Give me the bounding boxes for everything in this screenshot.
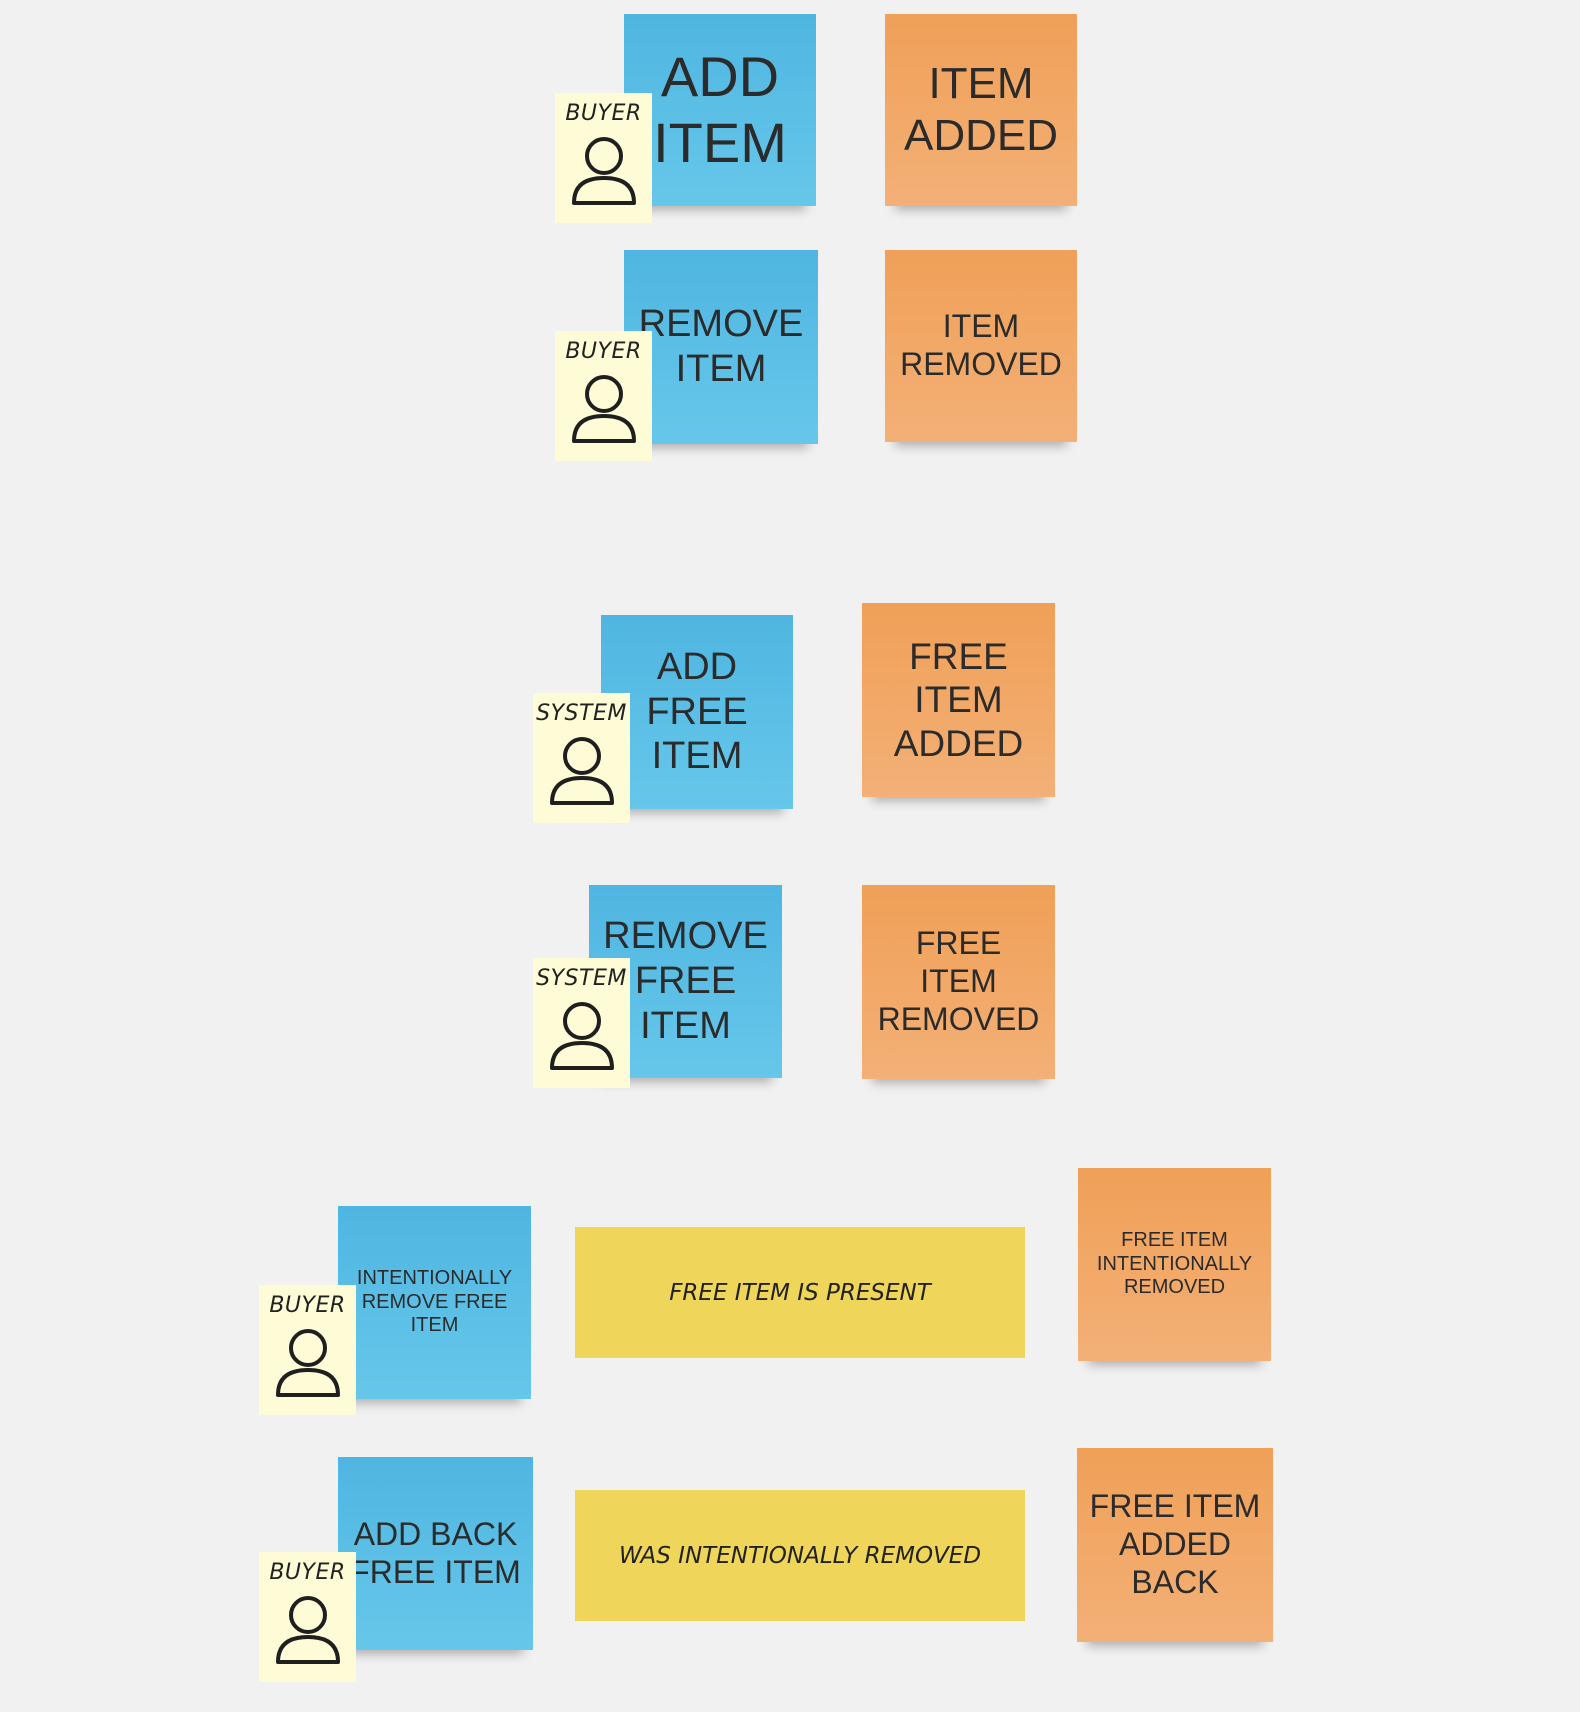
actor-role: BUYER xyxy=(269,1560,346,1585)
command-label: REMOVE ITEM xyxy=(638,303,804,390)
actor-sticky-system[interactable]: SYSTEM xyxy=(533,958,630,1088)
event-sticky-free-item-added-back[interactable]: FREE ITEM ADDED BACK xyxy=(1077,1448,1273,1642)
actor-sticky-buyer[interactable]: BUYER xyxy=(555,93,652,223)
condition-sticky-free-item-present[interactable]: FREE ITEM IS PRESENT xyxy=(575,1227,1025,1358)
event-sticky-item-added[interactable]: ITEM ADDED xyxy=(885,14,1077,206)
actor-role: BUYER xyxy=(565,339,642,364)
command-sticky-add-free-item[interactable]: ADD FREE ITEM xyxy=(601,615,793,809)
actor-sticky-system[interactable]: SYSTEM xyxy=(533,693,630,823)
command-label: ADD FREE ITEM xyxy=(646,645,748,778)
event-sticky-free-item-intentionally-removed[interactable]: FREE ITEM INTENTIONALLY REMOVED xyxy=(1078,1168,1271,1361)
event-label: FREE ITEM ADDED BACK xyxy=(1089,1488,1261,1600)
command-label: REMOVE FREE ITEM xyxy=(603,915,768,1047)
event-label: ITEM ADDED xyxy=(903,59,1059,160)
actor-sticky-buyer[interactable]: BUYER xyxy=(555,331,652,461)
condition-sticky-was-intentionally-removed[interactable]: WAS INTENTIONALLY REMOVED xyxy=(575,1490,1025,1621)
person-icon xyxy=(549,1002,614,1070)
event-sticky-free-item-added[interactable]: FREE ITEM ADDED xyxy=(862,603,1055,797)
actor-role: BUYER xyxy=(269,1293,346,1318)
event-label: ITEM REMOVED xyxy=(900,308,1062,382)
event-sticky-item-removed[interactable]: ITEM REMOVED xyxy=(885,250,1077,442)
command-sticky-remove-item[interactable]: REMOVE ITEM xyxy=(624,250,818,444)
event-label: FREE ITEM REMOVED xyxy=(877,925,1040,1037)
person-icon xyxy=(275,1329,340,1397)
condition-label: FREE ITEM IS PRESENT xyxy=(669,1279,931,1306)
person-icon xyxy=(275,1596,340,1664)
command-sticky-intentionally-remove-free-item[interactable]: INTENTIONALLY REMOVE FREE ITEM xyxy=(338,1206,531,1399)
command-label: ADD ITEM xyxy=(653,44,787,174)
person-icon xyxy=(571,137,636,205)
event-label: FREE ITEM INTENTIONALLY REMOVED xyxy=(1096,1229,1253,1299)
command-label: INTENTIONALLY REMOVE FREE ITEM xyxy=(356,1267,513,1337)
person-icon xyxy=(571,375,636,443)
actor-role: BUYER xyxy=(565,101,642,126)
event-label: FREE ITEM ADDED xyxy=(893,635,1024,764)
actor-sticky-buyer[interactable]: BUYER xyxy=(259,1552,356,1682)
actor-role: SYSTEM xyxy=(536,701,627,726)
command-sticky-add-back-free-item[interactable]: ADD BACK FREE ITEM xyxy=(338,1457,533,1650)
command-label: ADD BACK FREE ITEM xyxy=(350,1515,521,1590)
actor-sticky-buyer[interactable]: BUYER xyxy=(259,1285,356,1415)
condition-label: WAS INTENTIONALLY REMOVED xyxy=(618,1542,982,1569)
person-icon xyxy=(549,737,614,805)
event-sticky-free-item-removed[interactable]: FREE ITEM REMOVED xyxy=(862,885,1055,1079)
command-sticky-add-item[interactable]: ADD ITEM xyxy=(624,14,816,206)
actor-role: SYSTEM xyxy=(536,966,627,991)
